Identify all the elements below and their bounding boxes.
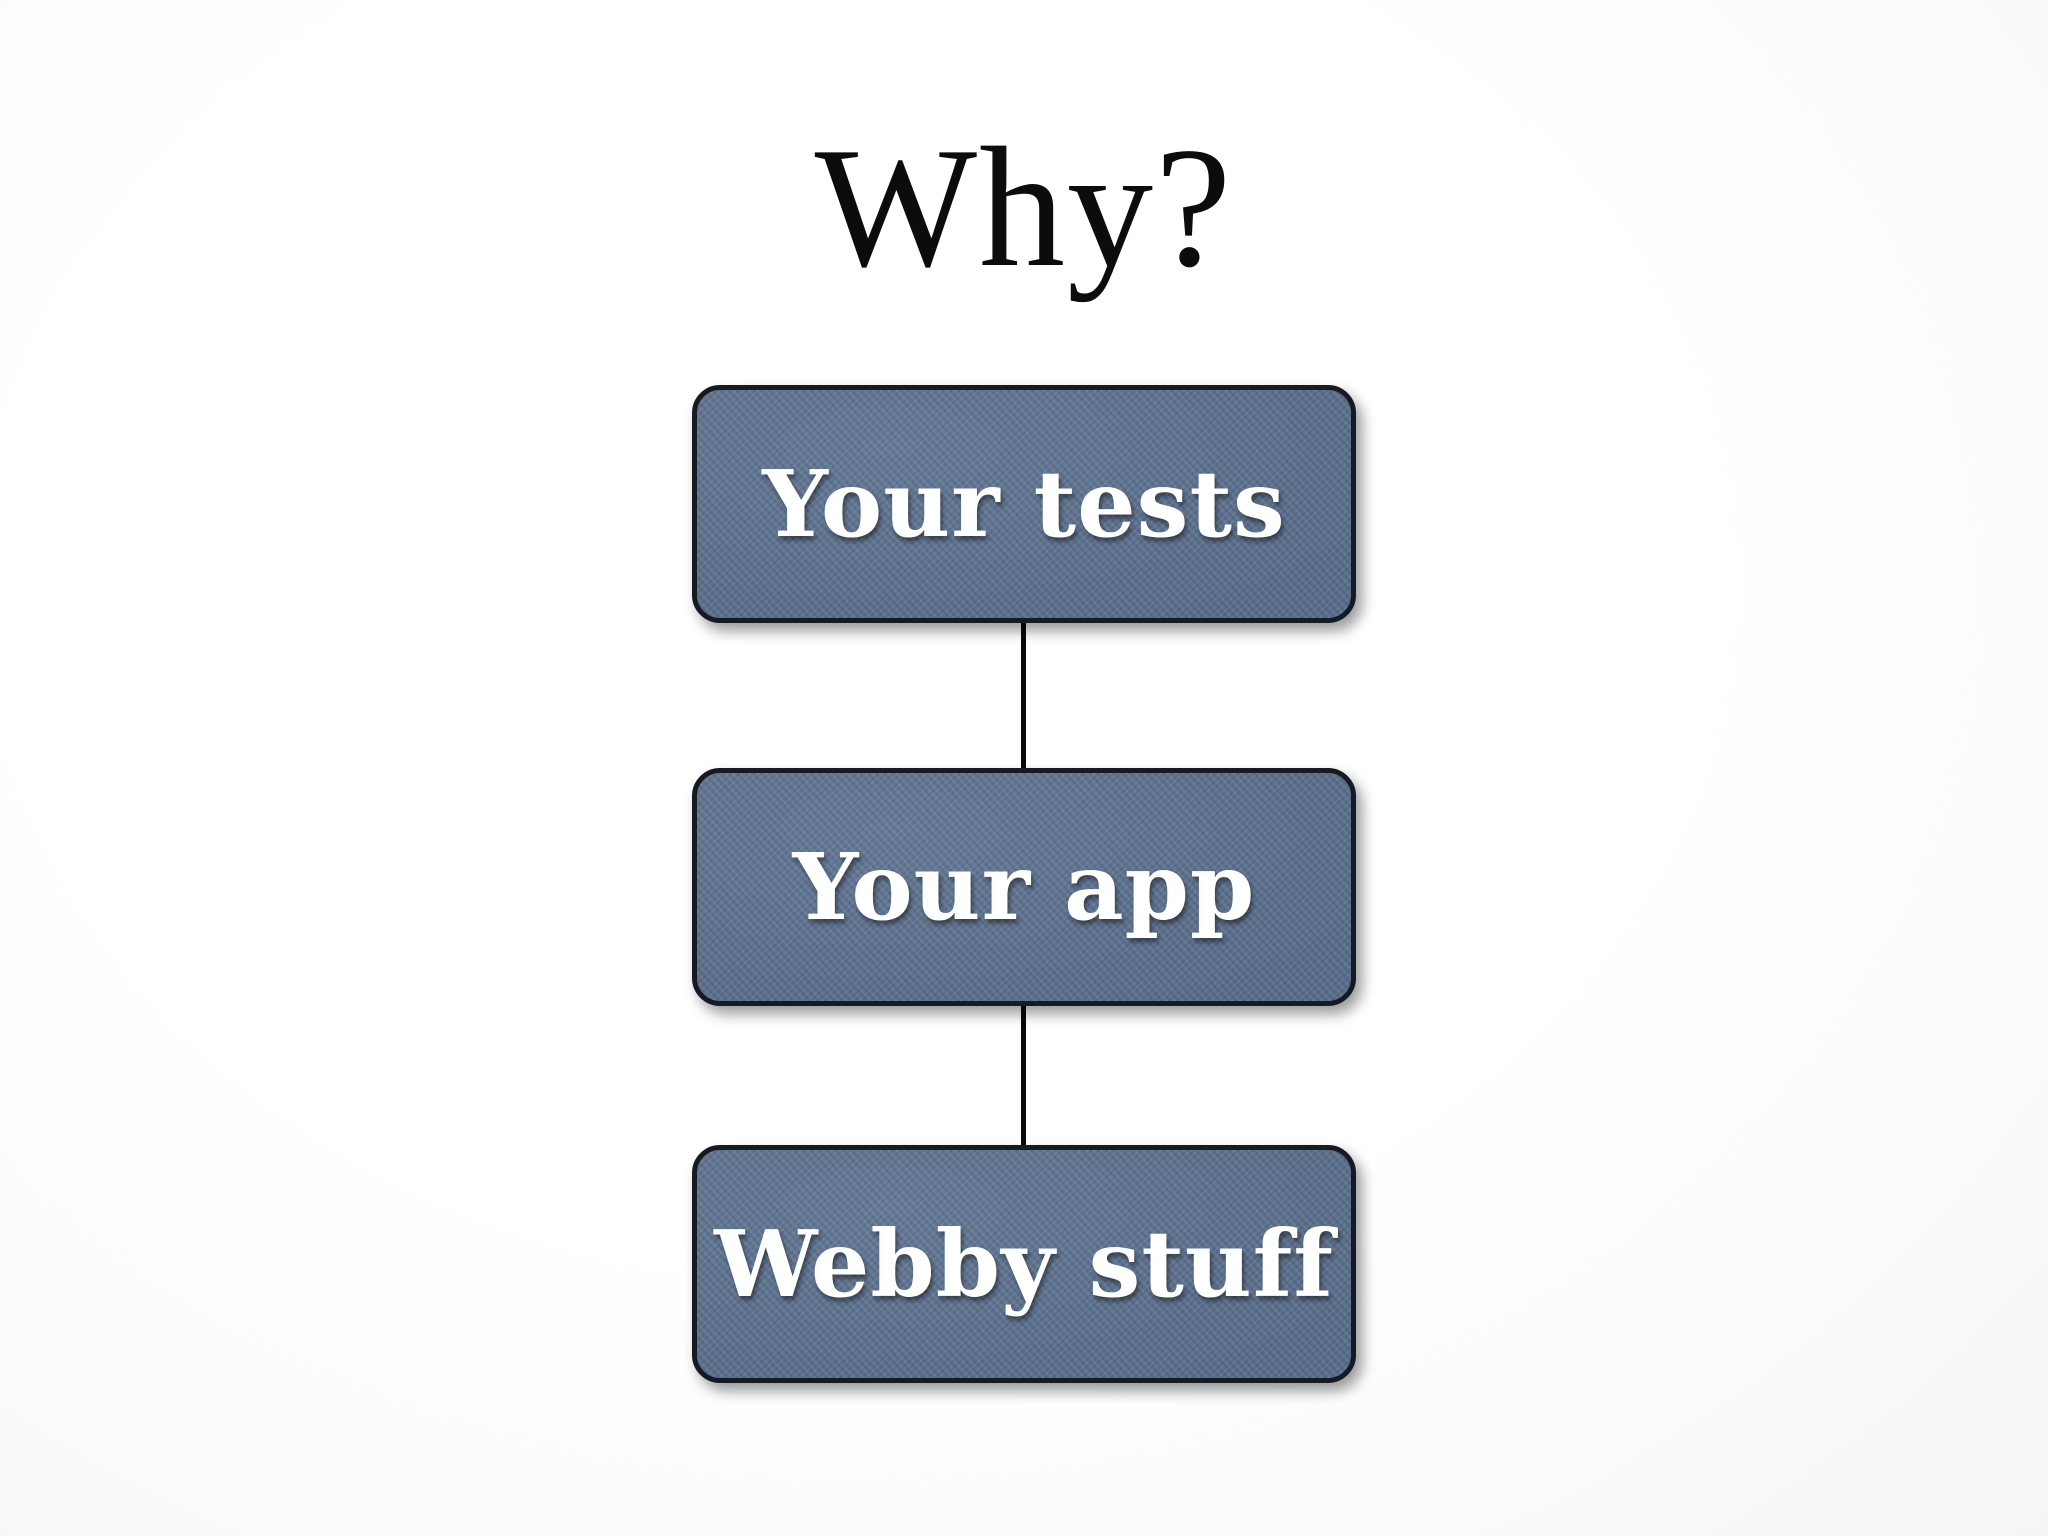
- flow-box-label: Your tests: [762, 450, 1286, 558]
- flow-box-label: Webby stuff: [714, 1210, 1334, 1318]
- flow-box-your-app: Your app: [692, 768, 1356, 1006]
- flow-box-your-tests: Your tests: [692, 385, 1356, 623]
- flow-box-webby-stuff: Webby stuff: [692, 1145, 1356, 1383]
- connector-line-tests-app: [1021, 600, 1026, 790]
- connector-line-app-webby: [1021, 985, 1026, 1170]
- slide-title: Why?: [814, 113, 1234, 303]
- flow-box-label: Your app: [792, 833, 1256, 941]
